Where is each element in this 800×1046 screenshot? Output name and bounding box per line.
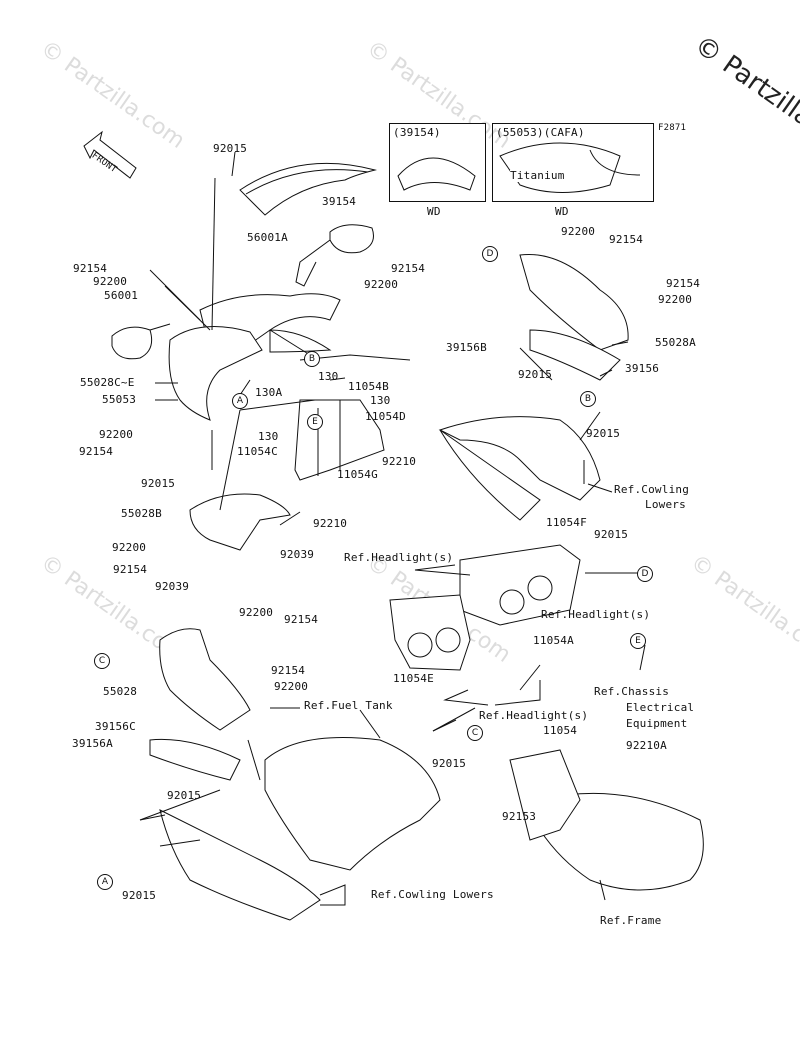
part-label: 130 bbox=[258, 430, 279, 443]
ref-cowling-lowers: Lowers bbox=[645, 498, 686, 511]
part-label: 92200 bbox=[93, 275, 128, 288]
inset-footer: WD bbox=[427, 205, 441, 218]
mirror-right-part bbox=[329, 224, 374, 254]
part-label: 39156 bbox=[625, 362, 660, 375]
part-label: 55028C~E bbox=[80, 376, 135, 389]
part-label: 92153 bbox=[502, 810, 537, 823]
front-arrow-icon bbox=[83, 130, 137, 179]
side-cowl-right-part bbox=[438, 416, 601, 501]
inset-box-55053 bbox=[492, 123, 654, 202]
windshield-part bbox=[239, 162, 376, 216]
callout-d: D bbox=[482, 246, 498, 262]
part-label: 56001 bbox=[104, 289, 139, 302]
part-label: 92015 bbox=[432, 757, 467, 770]
part-label: 92039 bbox=[155, 580, 190, 593]
callout-d: D bbox=[637, 566, 653, 582]
part-label: 92154 bbox=[284, 613, 319, 626]
callout-e: E bbox=[630, 633, 646, 649]
part-label: 56001A bbox=[247, 231, 288, 244]
part-label: 92154 bbox=[79, 445, 114, 458]
inset-footer: WD bbox=[555, 205, 569, 218]
ref-fuel-tank: Ref.Fuel Tank bbox=[304, 699, 393, 712]
inset-part-number: (55053)(CAFA) bbox=[496, 126, 585, 139]
part-label: 92154 bbox=[73, 262, 108, 275]
side-cowl-left-part bbox=[168, 326, 263, 421]
lower-fairing-part bbox=[159, 809, 321, 921]
part-label: 39154 bbox=[322, 195, 357, 208]
part-label: 92039 bbox=[280, 548, 315, 561]
part-label: 39156A bbox=[72, 737, 113, 750]
part-label: 92154 bbox=[113, 563, 148, 576]
part-label: 130 bbox=[318, 370, 339, 383]
callout-a: A bbox=[97, 874, 113, 890]
part-label: 92200 bbox=[658, 293, 693, 306]
part-label: 55028 bbox=[103, 685, 138, 698]
part-label: 11054E bbox=[393, 672, 434, 685]
inset-part-number: (39154) bbox=[393, 126, 441, 139]
part-label: 92200 bbox=[274, 680, 309, 693]
side-panel-part bbox=[519, 253, 629, 351]
ref-headlight: Ref.Headlight(s) bbox=[344, 551, 454, 564]
ref-chassis: Ref.Chassis bbox=[594, 685, 670, 698]
ref-cowling-lowers: Ref.Cowling bbox=[614, 483, 690, 496]
part-label: 130A bbox=[255, 386, 283, 399]
part-label: 39156B bbox=[446, 341, 487, 354]
part-label: 55028A bbox=[655, 336, 696, 349]
part-label: 11054C bbox=[237, 445, 278, 458]
part-label: 92015 bbox=[213, 142, 248, 155]
frame-part bbox=[539, 792, 704, 891]
part-label: 92154 bbox=[271, 664, 306, 677]
lower-panel-part bbox=[159, 628, 251, 731]
inset-note: Titanium bbox=[510, 169, 565, 182]
ref-cowling-lowers: Ref.Cowling Lowers bbox=[371, 888, 494, 901]
callout-c: C bbox=[94, 653, 110, 669]
part-label: 92015 bbox=[141, 477, 176, 490]
part-label: 92015 bbox=[518, 368, 553, 381]
ref-frame: Ref.Frame bbox=[600, 914, 662, 927]
part-label: 92210 bbox=[382, 455, 417, 468]
part-label: 92200 bbox=[99, 428, 134, 441]
part-label: 92015 bbox=[167, 789, 202, 802]
part-label: 92015 bbox=[586, 427, 621, 440]
part-label: 11054D bbox=[365, 410, 406, 423]
part-label: 11054B bbox=[348, 380, 389, 393]
inner-cover-part bbox=[189, 493, 291, 551]
callout-b: B bbox=[304, 351, 320, 367]
ref-chassis: Equipment bbox=[626, 717, 688, 730]
part-label: 92200 bbox=[364, 278, 399, 291]
part-label: 92154 bbox=[609, 233, 644, 246]
part-label: 11054 bbox=[543, 724, 578, 737]
part-label: 39156C bbox=[95, 720, 136, 733]
part-label: 92210A bbox=[626, 739, 667, 752]
part-label: 92200 bbox=[239, 606, 274, 619]
part-label: 130 bbox=[370, 394, 391, 407]
part-label: 92154 bbox=[666, 277, 701, 290]
part-label: 92015 bbox=[594, 528, 629, 541]
part-label: 92154 bbox=[391, 262, 426, 275]
callout-c: C bbox=[467, 725, 483, 741]
ref-headlight: Ref.Headlight(s) bbox=[541, 608, 651, 621]
part-label: 11054F bbox=[546, 516, 587, 529]
part-label: 11054G bbox=[337, 468, 378, 481]
figure-code: F2871 bbox=[658, 123, 687, 133]
fuel-tank-part bbox=[264, 737, 441, 871]
part-label: 55053 bbox=[102, 393, 137, 406]
part-label: 11054A bbox=[533, 634, 574, 647]
callout-b: B bbox=[580, 391, 596, 407]
callout-a: A bbox=[232, 393, 248, 409]
part-label: 92200 bbox=[561, 225, 596, 238]
mirror-left-part bbox=[111, 326, 153, 360]
part-label: 92210 bbox=[313, 517, 348, 530]
callout-e: E bbox=[307, 414, 323, 430]
part-label: 92200 bbox=[112, 541, 147, 554]
part-label: 55028B bbox=[121, 507, 162, 520]
ref-headlight: Ref.Headlight(s) bbox=[479, 709, 589, 722]
part-label: 92015 bbox=[122, 889, 157, 902]
ref-chassis: Electrical bbox=[626, 701, 695, 714]
